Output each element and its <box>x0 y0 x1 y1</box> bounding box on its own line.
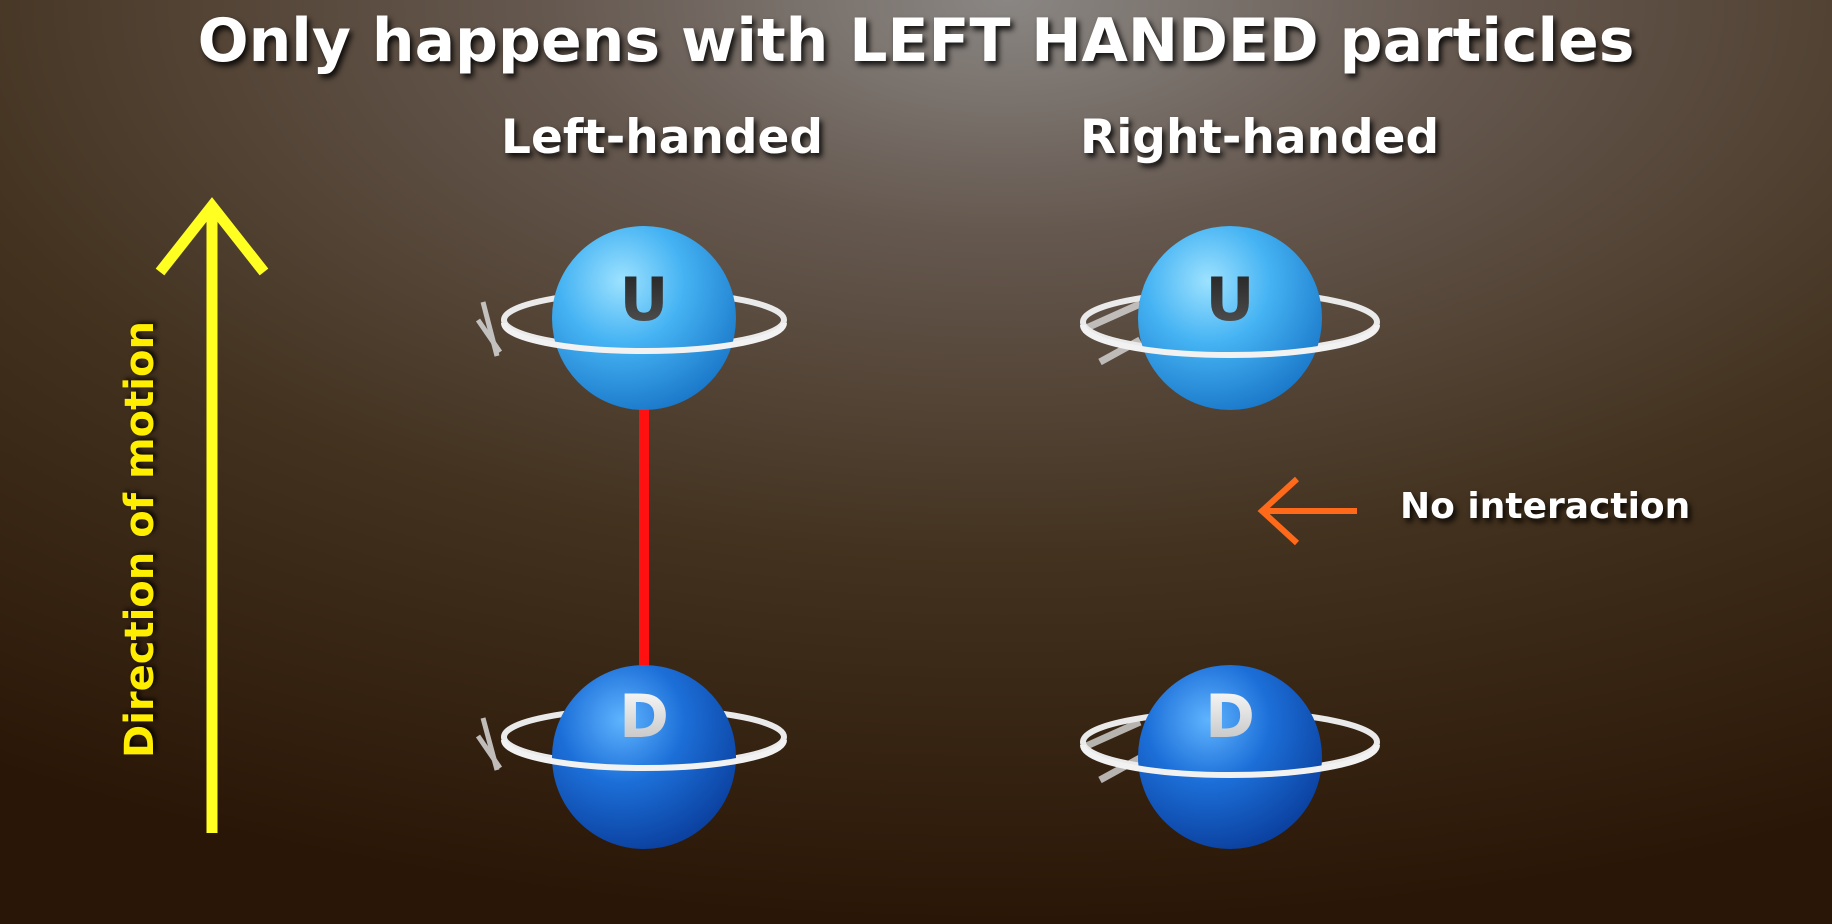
spin-arrow-icon <box>475 717 503 771</box>
up-ball <box>1138 226 1322 410</box>
right-up-particle: U <box>1080 226 1380 410</box>
down-ball <box>1138 665 1322 849</box>
motion-arrow <box>155 197 269 833</box>
down-ball <box>552 665 736 849</box>
left-up-particle: U <box>475 226 787 410</box>
left-handed-heading: Left-handed <box>501 110 824 165</box>
motion-label: Direction of motion <box>117 321 163 758</box>
up-ball <box>552 226 736 410</box>
spin-ring-front <box>1080 324 1380 358</box>
spin-ring-front <box>501 739 787 771</box>
up-letter: U <box>1206 265 1255 335</box>
down-letter: D <box>619 682 669 752</box>
left-down-particle: D <box>475 665 787 849</box>
note-arrow <box>1257 476 1357 546</box>
slide-title: Only happens with LEFT HANDED particles <box>197 6 1635 76</box>
spin-arrow-icon <box>475 301 503 357</box>
down-letter: D <box>1205 682 1255 752</box>
right-handed-heading: Right-handed <box>1080 110 1440 165</box>
spin-ring-front <box>501 322 787 354</box>
up-letter: U <box>620 265 669 335</box>
no-interaction-label: No interaction <box>1400 486 1691 527</box>
spin-ring-front <box>1080 744 1380 778</box>
right-down-particle: D <box>1080 665 1380 849</box>
